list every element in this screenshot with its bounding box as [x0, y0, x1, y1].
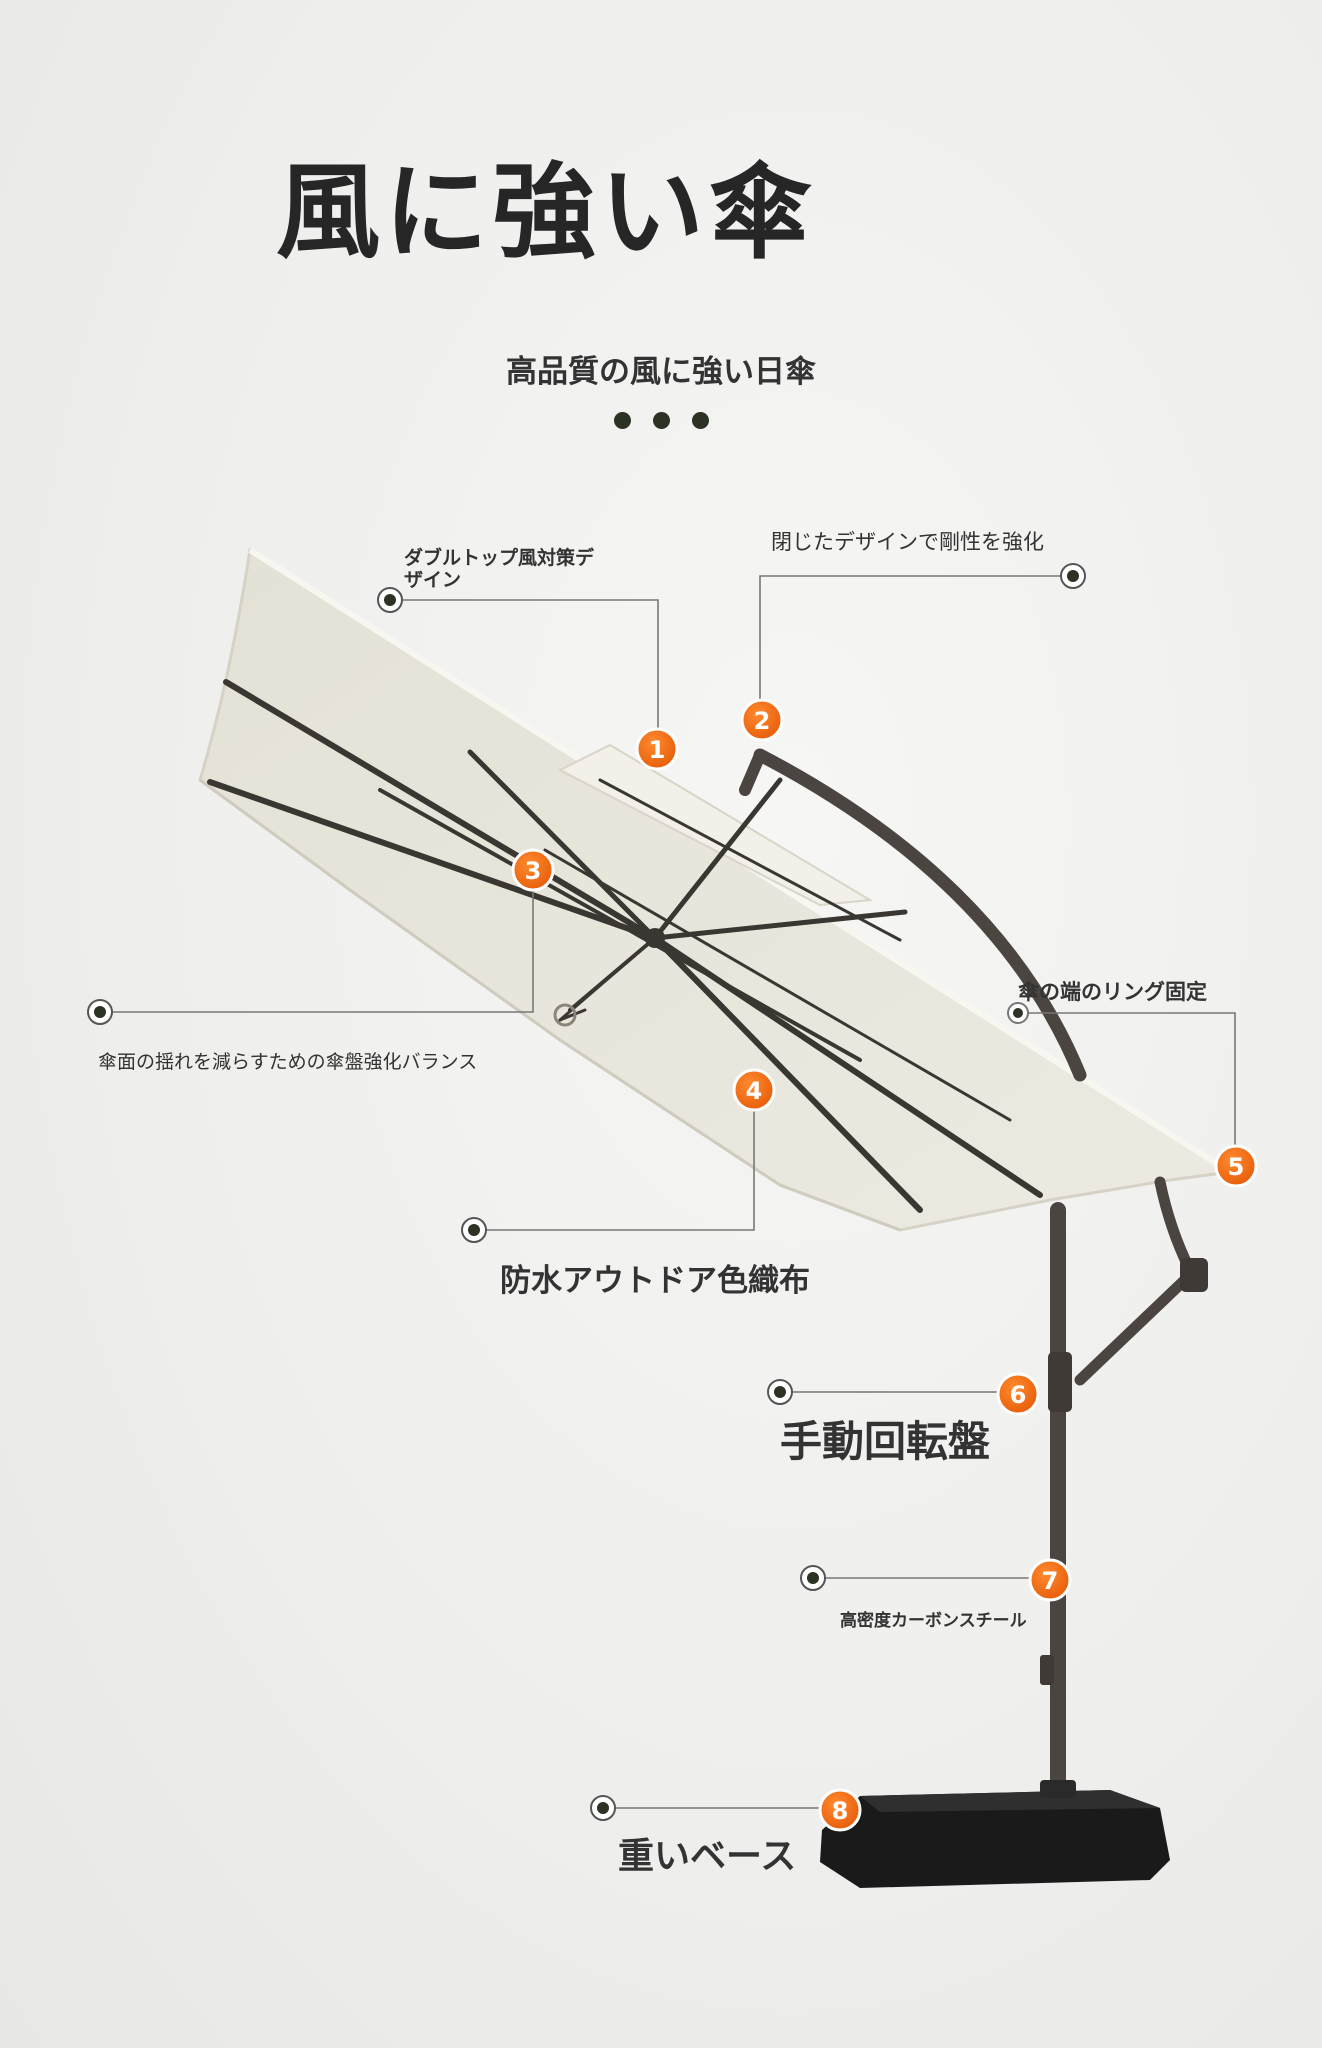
marker-4: 4 [732, 1068, 776, 1112]
page-subtitle: 高品質の風に強い日傘 [506, 354, 816, 390]
leader-dot-7 [800, 1565, 826, 1591]
leader-dot-2 [1060, 563, 1086, 589]
marker-7: 7 [1028, 1558, 1072, 1602]
marker-6: 6 [996, 1372, 1040, 1416]
leader-dot-4 [461, 1217, 487, 1243]
marker-8: 8 [818, 1788, 862, 1832]
feature-label-7: 高密度カーボンスチール [840, 1611, 1027, 1631]
dot-2 [653, 412, 670, 429]
rib-hub [645, 928, 665, 948]
feature-label-8: 重いベース [618, 1836, 797, 1877]
marker-2: 2 [740, 698, 784, 742]
leader-dot-6 [767, 1379, 793, 1405]
dot-1 [614, 412, 631, 429]
marker-5: 5 [1214, 1144, 1258, 1188]
marker-5-number: 5 [1228, 1153, 1245, 1181]
marker-2-number: 2 [754, 707, 771, 735]
pole-knob [1040, 1655, 1054, 1685]
marker-1-number: 1 [649, 736, 666, 764]
callout-leaders [100, 575, 1236, 1809]
arm-joint [1180, 1258, 1208, 1292]
marker-7-number: 7 [1042, 1567, 1059, 1595]
heavy-base [820, 1780, 1170, 1888]
feature-label-1: ダブルトップ風対策デ ザイン [404, 547, 595, 592]
callout-dots [87, 563, 1086, 1821]
umbrella-pole [739, 748, 1196, 1818]
rotation-collar [1048, 1352, 1072, 1412]
umbrella-ribs [207, 679, 1043, 1213]
marker-3-number: 3 [525, 857, 542, 885]
leader-dot-3 [87, 999, 113, 1025]
feature-label-5: 傘の端のリング固定 [1018, 980, 1207, 1004]
marker-1: 1 [635, 727, 679, 771]
pagination-dots [614, 412, 709, 429]
tension-ring [553, 1003, 577, 1027]
marker-3: 3 [511, 848, 555, 892]
leader-dot-1 [377, 587, 403, 613]
feature-label-4: 防水アウトドア色織布 [500, 1263, 810, 1299]
leader-dot-5 [1007, 1002, 1029, 1024]
umbrella-canopy [198, 547, 1235, 1232]
number-markers: 1 2 3 4 5 6 7 8 [511, 698, 1258, 1832]
marker-6-number: 6 [1010, 1381, 1027, 1409]
feature-label-2: 閉じたデザインで剛性を強化 [771, 530, 1044, 554]
page-title: 風に強い傘 [276, 151, 817, 273]
marker-4-number: 4 [746, 1077, 763, 1105]
feature-label-6: 手動回転盤 [780, 1417, 991, 1466]
dot-3 [692, 412, 709, 429]
feature-label-1-line-1: ダブルトップ風対策デ [404, 547, 595, 569]
marker-8-number: 8 [832, 1797, 849, 1825]
feature-label-1-line-2: ザイン [404, 568, 462, 591]
feature-label-3: 傘面の揺れを減らすための傘盤強化バランス [98, 1051, 478, 1073]
leader-dot-8 [590, 1795, 616, 1821]
